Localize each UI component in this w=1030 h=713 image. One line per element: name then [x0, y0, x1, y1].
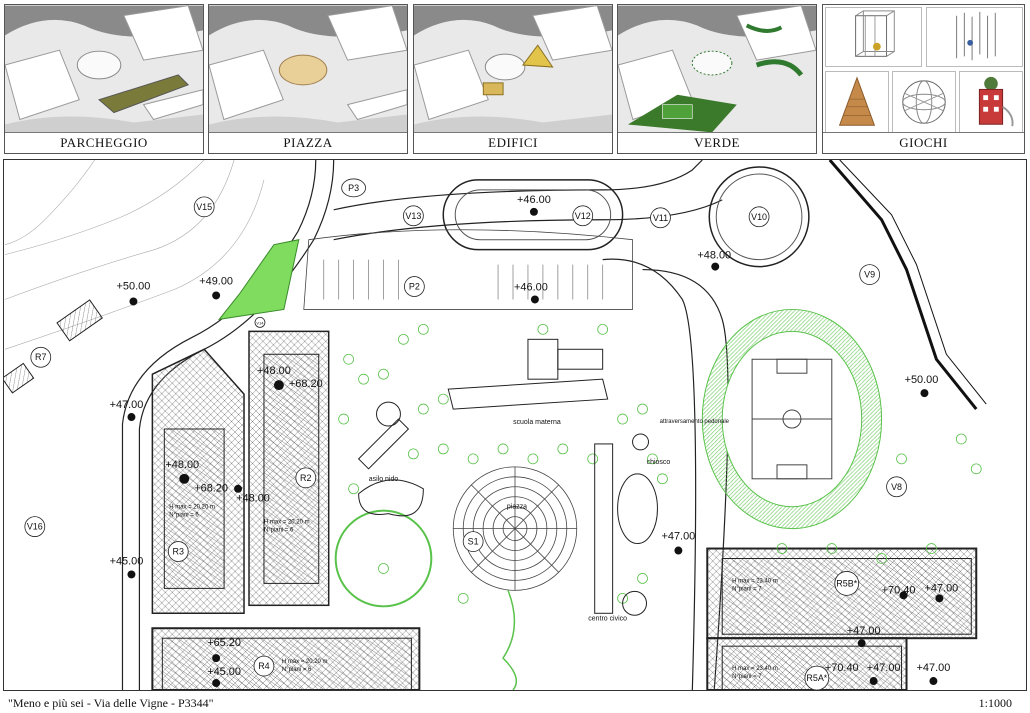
- zone-label: V8: [891, 482, 902, 492]
- site-plan-drawing: V15 V13 P3 V12 V11 V10 V9 P2 R7 V16 R3 R…: [4, 160, 987, 690]
- asilo-building: [357, 401, 410, 470]
- note-floors: N°piani = 7: [732, 586, 762, 592]
- panel-verde: VERDE: [617, 4, 817, 154]
- note-floors: N°piani = 6: [264, 528, 294, 534]
- elevation-label: +47.00: [847, 625, 881, 637]
- panel-label-edifici: EDIFICI: [414, 132, 612, 153]
- trees: [338, 323, 982, 604]
- elevation-markers: [127, 207, 944, 688]
- game-cone: [825, 71, 889, 133]
- elevation-label: +47.00: [662, 531, 696, 543]
- elevation-label: +70.40: [882, 584, 916, 596]
- scale-label: 1:1000: [978, 696, 1012, 710]
- parcheggio-render: [5, 5, 203, 135]
- project-title: "Meno e più sei - Via delle Vigne - P334…: [8, 696, 214, 710]
- centro-civico-oval: [617, 473, 658, 545]
- piazza-render: [209, 5, 407, 135]
- elevation-label: +50.00: [905, 374, 939, 386]
- elevation-label: +48.00: [257, 365, 291, 377]
- note-height: H max = 20.20 m: [282, 659, 328, 665]
- railway: [828, 160, 987, 410]
- elevation-label: +46.00: [517, 194, 551, 206]
- elevation-label: +50.00: [117, 281, 151, 293]
- panel-label-piazza: PIAZZA: [209, 132, 407, 153]
- elevation-label: +68.20: [194, 483, 228, 495]
- panel-edifici: EDIFICI: [413, 4, 613, 154]
- game-sphere: [892, 71, 956, 133]
- track-v12: [442, 179, 624, 251]
- elevation-label: +47.00: [867, 662, 901, 674]
- note-floors: N°piani = 6: [282, 667, 312, 673]
- zone-label: V16: [27, 522, 43, 532]
- houses-r7: [4, 299, 103, 394]
- game-tower: [959, 71, 1023, 133]
- zone-label: V15: [196, 202, 212, 212]
- label-chiosco: chiosco: [647, 459, 671, 466]
- zone-label: V10: [751, 212, 767, 222]
- zone-label: R3: [173, 547, 184, 557]
- zone-markers: [24, 178, 907, 690]
- parking-p2: [303, 229, 633, 310]
- label-centro-civico: centro civico: [588, 615, 627, 622]
- note-height: H max = 23.40 m: [732, 666, 778, 672]
- elevation-label: +70.40: [825, 662, 859, 674]
- zone-label: V13: [405, 211, 421, 221]
- label-piazza: piazza: [507, 504, 527, 511]
- label-attraversamento: attraversamento pedonale: [660, 419, 730, 425]
- note-height: H max = 20.20 m: [169, 505, 215, 511]
- elevation-label: +47.00: [925, 582, 959, 594]
- elevation-label: +49.00: [199, 276, 233, 288]
- centro-civico-building: [594, 443, 614, 614]
- site-plan: V15 V13 P3 V12 V11 V10 V9 P2 R7 V16 R3 R…: [3, 159, 1027, 691]
- elevation-label: +47.00: [917, 662, 951, 674]
- green-ring: [334, 509, 433, 608]
- building-r3: [163, 428, 225, 589]
- contour-lines: [4, 160, 265, 350]
- zone-label: V9: [864, 270, 875, 280]
- elevation-label: +48.00: [165, 459, 199, 471]
- panel-piazza: PIAZZA: [208, 4, 408, 154]
- piazza-s1: [452, 466, 578, 591]
- zone-label: R7: [35, 352, 46, 362]
- note-height: H max = 20.20 m: [264, 520, 310, 526]
- zone-label: P3: [348, 183, 359, 193]
- elevation-label: +45.00: [110, 555, 144, 567]
- elevation-label: +65.20: [207, 637, 241, 649]
- panel-label-verde: VERDE: [618, 132, 816, 153]
- zone-label: R5A*: [806, 673, 827, 683]
- zone-label: V14: [256, 320, 264, 325]
- elevation-label: +47.00: [110, 399, 144, 411]
- panel-parcheggio: PARCHEGGIO: [4, 4, 204, 154]
- note-floors: N°piani = 6: [169, 513, 199, 519]
- label-scuola-materna: scuola materna: [513, 419, 561, 426]
- zone-label: R4: [258, 661, 269, 671]
- game-cube-frame: [825, 7, 922, 67]
- elevation-label: +48.00: [697, 250, 731, 262]
- zone-label: R2: [300, 473, 311, 483]
- panel-giochi: GIOCHI: [822, 4, 1025, 154]
- giochi-grid: [823, 5, 1024, 135]
- elevation-label: +68.20: [289, 378, 323, 390]
- zone-label: P2: [409, 282, 420, 292]
- label-asilo-nido: asilo nido: [369, 476, 399, 483]
- panel-label-parcheggio: PARCHEGGIO: [5, 132, 203, 153]
- elevation-label: +45.00: [207, 666, 241, 678]
- panel-label-giochi: GIOCHI: [823, 132, 1024, 153]
- zone-label: V12: [575, 211, 591, 221]
- elevation-label: +46.00: [514, 282, 548, 294]
- zone-label: V11: [653, 213, 668, 223]
- note-height: H max = 23.40 m: [732, 578, 778, 584]
- scuola-building: [447, 338, 609, 410]
- edifici-render: [414, 5, 612, 135]
- zone-label: S1: [468, 537, 479, 547]
- note-floors: N°piani = 7: [732, 674, 762, 680]
- elevation-label: +48.00: [236, 493, 270, 505]
- verde-render: [618, 5, 816, 135]
- zone-label: R5B*: [836, 578, 857, 588]
- game-poles: [926, 7, 1023, 67]
- green-area-v14: [217, 239, 300, 321]
- asilo-garden: [358, 479, 424, 517]
- roundabout-v10: [708, 166, 810, 268]
